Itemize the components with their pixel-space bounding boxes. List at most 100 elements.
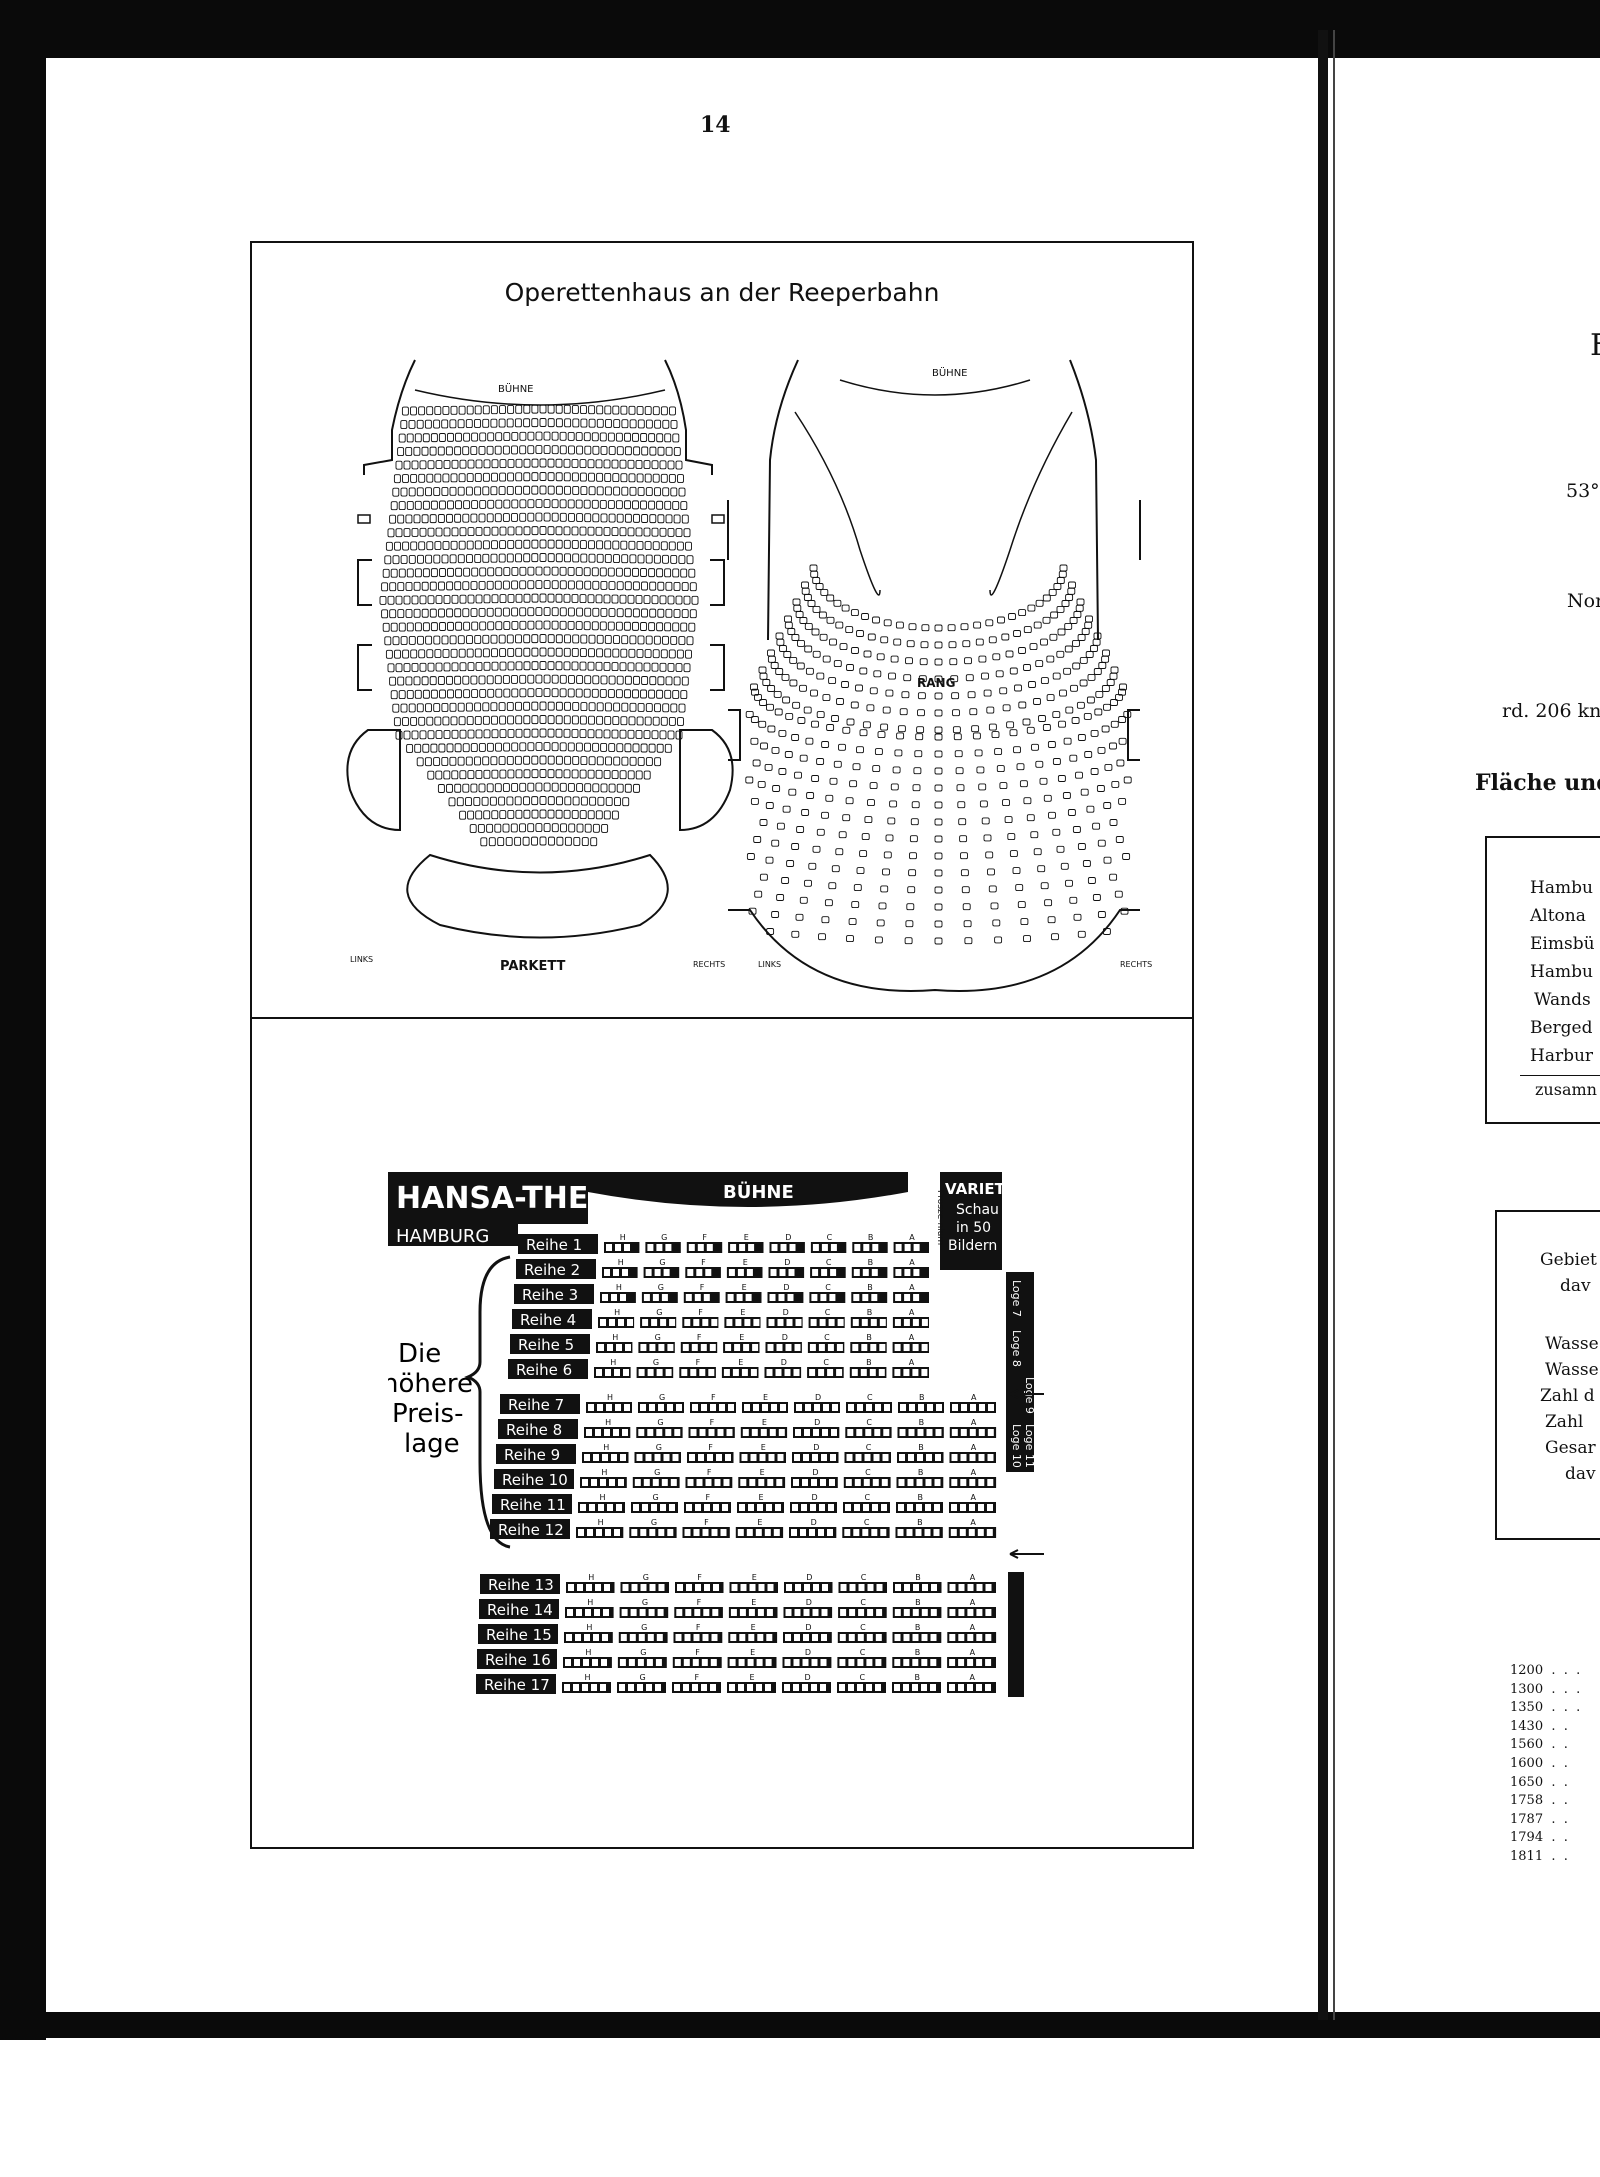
- seat-block: B: [898, 1393, 944, 1413]
- parkett-seat: [427, 527, 435, 537]
- parkett-seat: [539, 593, 547, 603]
- parkett-seat: [397, 447, 405, 457]
- parkett-seat: [672, 622, 680, 632]
- seat-block: G: [632, 1468, 680, 1488]
- parkett-seat: [551, 620, 559, 630]
- rang-seat: [1118, 688, 1126, 696]
- parkett-seat: [599, 621, 607, 631]
- parkett-seat: [454, 581, 462, 591]
- parkett-seat: [447, 500, 454, 510]
- parkett-seat: [515, 526, 523, 536]
- parkett-seat: [547, 701, 555, 711]
- parkett-seat: [633, 675, 640, 685]
- parkett-seat: [389, 609, 397, 619]
- parkett-seat: [433, 635, 441, 645]
- parkett-seat: [547, 809, 555, 819]
- seat: [600, 1319, 606, 1326]
- parkett-seat: [465, 797, 472, 807]
- district-name: Eimsbü: [1530, 934, 1595, 954]
- parkett-seat: [462, 675, 470, 685]
- parkett-seat: [644, 716, 652, 726]
- seat: [870, 1319, 877, 1326]
- seat: [615, 1244, 621, 1251]
- seat-block: G: [638, 1393, 684, 1413]
- rang-seat: [816, 758, 825, 765]
- parkett-seat: [490, 486, 498, 496]
- parkett-plan: BÜHNE LINKS PARKETT RECHTS: [346, 359, 734, 974]
- seat: [959, 1529, 966, 1536]
- rang-seat: [919, 658, 928, 666]
- parkett-seat: [579, 810, 587, 820]
- parkett-seat: [555, 404, 563, 414]
- block-letter: A: [909, 1258, 915, 1267]
- parkett-seat: [470, 446, 478, 455]
- row-label-box: [518, 1234, 598, 1254]
- seat: [863, 1479, 870, 1486]
- block-letter: A: [971, 1493, 977, 1502]
- parkett-seat: [584, 675, 592, 685]
- parkett-seat: [515, 593, 523, 603]
- parkett-seat: [628, 716, 636, 726]
- block-letter: C: [825, 1283, 831, 1292]
- rang-seat-row: [809, 564, 1068, 632]
- seat: [640, 1404, 646, 1411]
- parkett-seat: [637, 554, 645, 564]
- seat: [654, 1454, 661, 1461]
- rang-seat: [885, 834, 894, 842]
- rang-seat: [796, 826, 805, 833]
- seat: [711, 1529, 718, 1536]
- parkett-seat: [678, 636, 686, 645]
- parkett-seat: [454, 743, 462, 753]
- rang-seat: [1038, 715, 1046, 722]
- block-letter: H: [600, 1493, 606, 1502]
- rang-seat: [859, 729, 868, 737]
- rang-seat-row: [759, 873, 1118, 894]
- parkett-seat: [591, 567, 599, 577]
- parkett-seat: [523, 553, 531, 563]
- parkett-seat: [664, 743, 672, 753]
- parkett-seat: [580, 405, 587, 415]
- rang-seat: [869, 687, 878, 695]
- seat-group: [598, 1317, 635, 1328]
- seat: [596, 1369, 602, 1376]
- parkett-seat: [511, 445, 518, 455]
- rang-seat: [846, 664, 854, 671]
- seat-block: B: [851, 1258, 888, 1278]
- parkett-seat: [527, 512, 535, 522]
- rang-seat: [1110, 699, 1118, 706]
- parkett-seat: [662, 554, 669, 564]
- seat: [780, 1404, 786, 1411]
- seat: [985, 1609, 992, 1616]
- parkett-seat: [644, 473, 652, 483]
- seat: [658, 1584, 665, 1591]
- rang-seat: [952, 709, 960, 717]
- parkett-seat: [657, 581, 665, 591]
- parkett-seat: [446, 581, 454, 591]
- parkett-seat: [487, 432, 495, 442]
- parkett-seat: [547, 728, 555, 738]
- parkett-seat: [499, 472, 507, 482]
- block-letter: H: [618, 1258, 624, 1267]
- parkett-seat: [668, 716, 676, 726]
- seat: [702, 1529, 709, 1536]
- parkett-seat: [430, 433, 438, 443]
- rang-seat: [1057, 628, 1066, 636]
- parkett-seat: [648, 433, 656, 443]
- parkett-seat: [441, 554, 449, 564]
- rang-label: RANG: [917, 676, 955, 690]
- parkett-seat: [637, 419, 645, 429]
- parkett-seat: [652, 716, 660, 726]
- seat-block: D: [769, 1233, 805, 1253]
- seat-block: E: [724, 1308, 761, 1328]
- seat-block: D: [768, 1258, 805, 1278]
- seat: [683, 1684, 689, 1691]
- parkett-seat-rows: [379, 404, 699, 847]
- parkett-seat: [620, 473, 628, 483]
- parkett-seat: [433, 554, 441, 564]
- page-number: 14: [700, 112, 731, 138]
- seat: [862, 1269, 869, 1276]
- rang-seat: [1090, 729, 1099, 737]
- parkett-seat: [487, 621, 495, 631]
- seat: [701, 1659, 708, 1666]
- seat: [968, 1529, 975, 1536]
